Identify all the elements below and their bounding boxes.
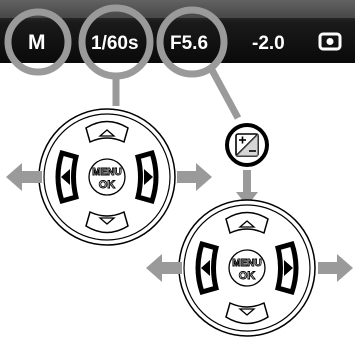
connector-line-right xyxy=(208,68,242,120)
dial-bottom-left-arrow xyxy=(146,254,182,282)
right-triangle-icon xyxy=(284,260,293,276)
exposure-compensation-icon xyxy=(235,133,259,157)
dial-bottom-down-button[interactable] xyxy=(225,301,269,325)
control-dial-top[interactable]: MENU OK xyxy=(38,108,176,246)
left-triangle-icon xyxy=(201,260,210,276)
dial-top-up-button[interactable] xyxy=(85,120,129,144)
down-flow-arrow xyxy=(236,170,258,206)
up-triangle-icon xyxy=(238,220,256,228)
lcd-display: M 1/60s F5.6 -2.0 xyxy=(0,0,355,63)
lcd-aperture-text: F5.6 xyxy=(170,33,208,54)
right-triangle-icon xyxy=(144,169,153,185)
dial-bottom-right-arrow xyxy=(318,254,353,282)
dial-top-center-label-line1: MENU xyxy=(92,167,121,178)
metering-mode-icon xyxy=(318,32,342,51)
dial-top-right-button[interactable] xyxy=(134,149,159,205)
dial-top-left-button[interactable] xyxy=(55,149,80,205)
lcd-shutter-text: 1/60s xyxy=(91,33,139,54)
lcd-mode-text: M xyxy=(28,31,46,54)
dial-bottom-menu-ok-button[interactable]: MENU OK xyxy=(228,249,266,287)
up-triangle-icon xyxy=(98,129,116,137)
dial-top-center-label-line2: OK xyxy=(99,179,116,191)
dial-bottom-center-label-line2: OK xyxy=(239,270,256,282)
left-triangle-icon xyxy=(61,169,70,185)
down-triangle-icon xyxy=(238,308,256,316)
dial-top-left-arrow xyxy=(6,163,42,191)
control-dial-bottom[interactable]: MENU OK xyxy=(178,199,316,337)
dial-top-right-arrow xyxy=(177,163,212,191)
aperture-highlight-circle xyxy=(156,6,228,78)
dial-top-menu-ok-button[interactable]: MENU OK xyxy=(88,158,126,196)
down-triangle-icon xyxy=(98,217,116,225)
dial-bottom-right-button[interactable] xyxy=(274,240,299,296)
lcd-exposure-comp-text: -2.0 xyxy=(252,33,285,54)
exposure-compensation-button[interactable] xyxy=(225,123,269,167)
dial-bottom-up-button[interactable] xyxy=(225,211,269,235)
mode-highlight-circle xyxy=(4,8,72,76)
dial-bottom-left-button[interactable] xyxy=(195,240,220,296)
dial-bottom-center-label-line1: MENU xyxy=(232,258,261,269)
dial-top-down-button[interactable] xyxy=(85,210,129,234)
